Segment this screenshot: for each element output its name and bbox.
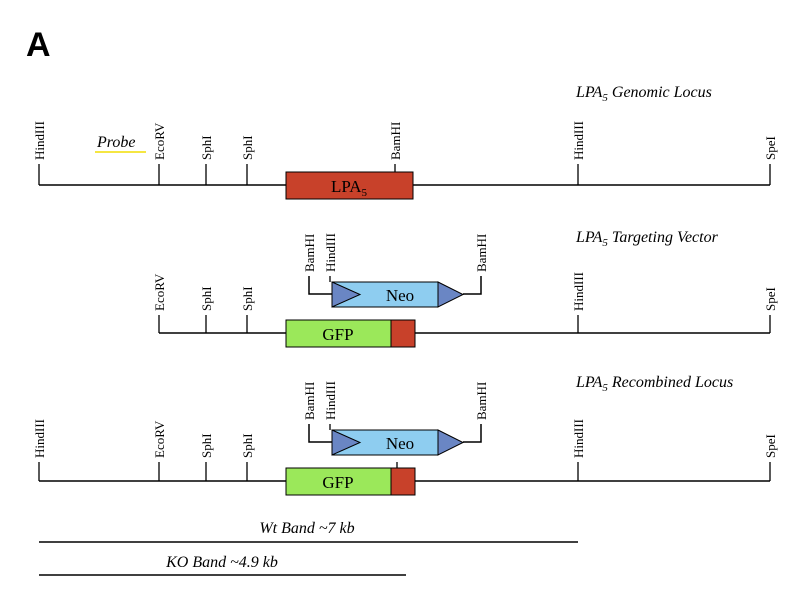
site-label-hindiii: HindIII [571,272,586,311]
wt-band-label: Wt Band ~7 kb [259,520,354,537]
site-label-bamhi: BamHI [474,234,489,272]
neo-label: Neo [386,286,414,305]
track-targeting-vector: LPA5 Targeting Vector EcoRV SphI SphI Hi… [152,229,778,348]
neo-connector-right [463,424,482,443]
site-label-sphi: SphI [199,433,214,458]
site-label-spei: SpeI [763,434,778,458]
gfp-label: GFP [322,325,353,344]
neo-label: Neo [386,434,414,453]
neo-connector-left [308,276,332,295]
track-genomic-locus: LPA5 Genomic Locus HindIII EcoRV SphI Sp… [32,84,778,200]
panel-label: A [26,26,51,64]
neo-connector-right [463,276,482,295]
site-label-spei: SpeI [763,287,778,311]
site-label-bamhi: BamHI [302,234,317,272]
lpa5-fragment-box [390,319,416,348]
neo-right-arrow-icon [437,281,465,308]
gfp-label: GFP [322,473,353,492]
track-recombined-locus: LPA5 Recombined Locus HindIII EcoRV SphI… [32,374,778,496]
ko-band-label: KO Band ~4.9 kb [165,554,278,571]
gfp-box [285,467,392,496]
site-label-spei: SpeI [763,136,778,160]
probe-label: Probe [96,134,136,151]
site-label-ecorv: EcoRV [152,273,167,311]
neo-left-arrow-icon [331,429,362,456]
lpa5-exon-box [285,171,414,200]
site-label-hindiii: HindIII [323,381,338,420]
site-label-hindiii: HindIII [32,121,47,160]
lpa5-box-label: LPA5 [331,177,368,199]
track-title-vector: LPA5 Targeting Vector [575,229,719,249]
site-label-hindiii: HindIII [571,419,586,458]
site-label-hindiii: HindIII [571,121,586,160]
neo-right-arrow-icon [437,429,465,456]
site-label-bamhi: BamHI [302,382,317,420]
site-label-hindiii: HindIII [32,419,47,458]
site-label-sphi: SphI [199,135,214,160]
site-label-hindiii: HindIII [323,233,338,272]
neo-connector-left [308,424,332,443]
track-title-genomic: LPA5 Genomic Locus [575,84,712,104]
neo-left-arrow-icon [331,281,362,308]
site-label-bamhi: BamHI [388,122,403,160]
site-label-sphi: SphI [240,286,255,311]
track-title-recombined: LPA5 Recombined Locus [575,374,733,394]
site-label-ecorv: EcoRV [152,420,167,458]
site-label-bamhi: BamHI [474,382,489,420]
site-label-sphi: SphI [199,286,214,311]
site-label-sphi: SphI [240,135,255,160]
southern-bands: Wt Band ~7 kb KO Band ~4.9 kb [39,520,578,576]
gfp-box [285,319,392,348]
site-label-ecorv: EcoRV [152,122,167,160]
site-label-sphi: SphI [240,433,255,458]
lpa5-fragment-box [390,467,416,496]
